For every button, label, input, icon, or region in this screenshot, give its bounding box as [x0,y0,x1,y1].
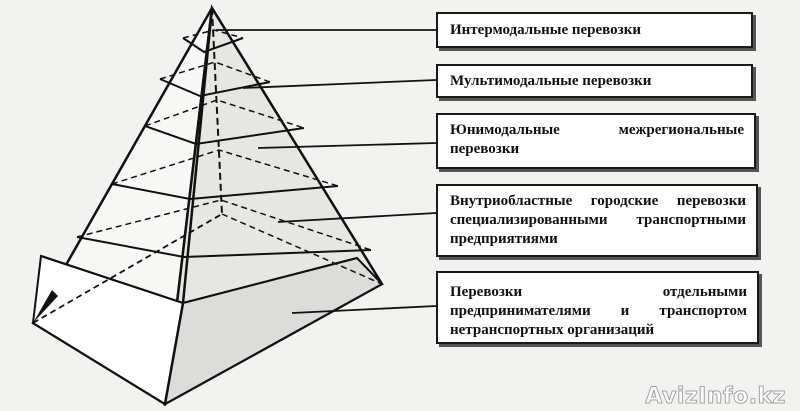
level-5-label: Перевозки отдельными предпринимателями и… [450,284,747,338]
level-4-label-box: Внутриобластные городские перевозки спец… [436,184,758,257]
pyramid-corner-mark [33,290,58,323]
pyramid-hidden-edge [211,7,223,215]
layer-lines-front [40,37,372,305]
level-2-label-box: Мультимодальные перевозки [436,64,753,98]
pyramid-hidden-base-edge [32,213,223,324]
pyramid-front-edge [181,7,214,304]
level-1-label-box: Интермодальные перевозки [436,12,753,48]
layer-lines-back [76,29,372,251]
level-4-label: Внутриобластные городские перевозки спец… [450,193,746,247]
pyramid-base-front-edge [163,302,185,405]
level-1-label: Интермодальные перевозки [450,22,641,38]
pyramid-hidden-base-edge-2 [221,213,383,285]
watermark-text: AvizInfo.kz [645,384,786,410]
level-2-label: Мультимодальные перевозки [450,73,652,89]
level-3-label: Юнимодальные межрегиональные перевозки [450,122,744,157]
level-3-label-box: Юнимодальные межрегиональные перевозки [436,113,756,169]
leader-lines [216,29,437,314]
level-5-label-box: Перевозки отдельными предпринимателями и… [436,271,759,344]
